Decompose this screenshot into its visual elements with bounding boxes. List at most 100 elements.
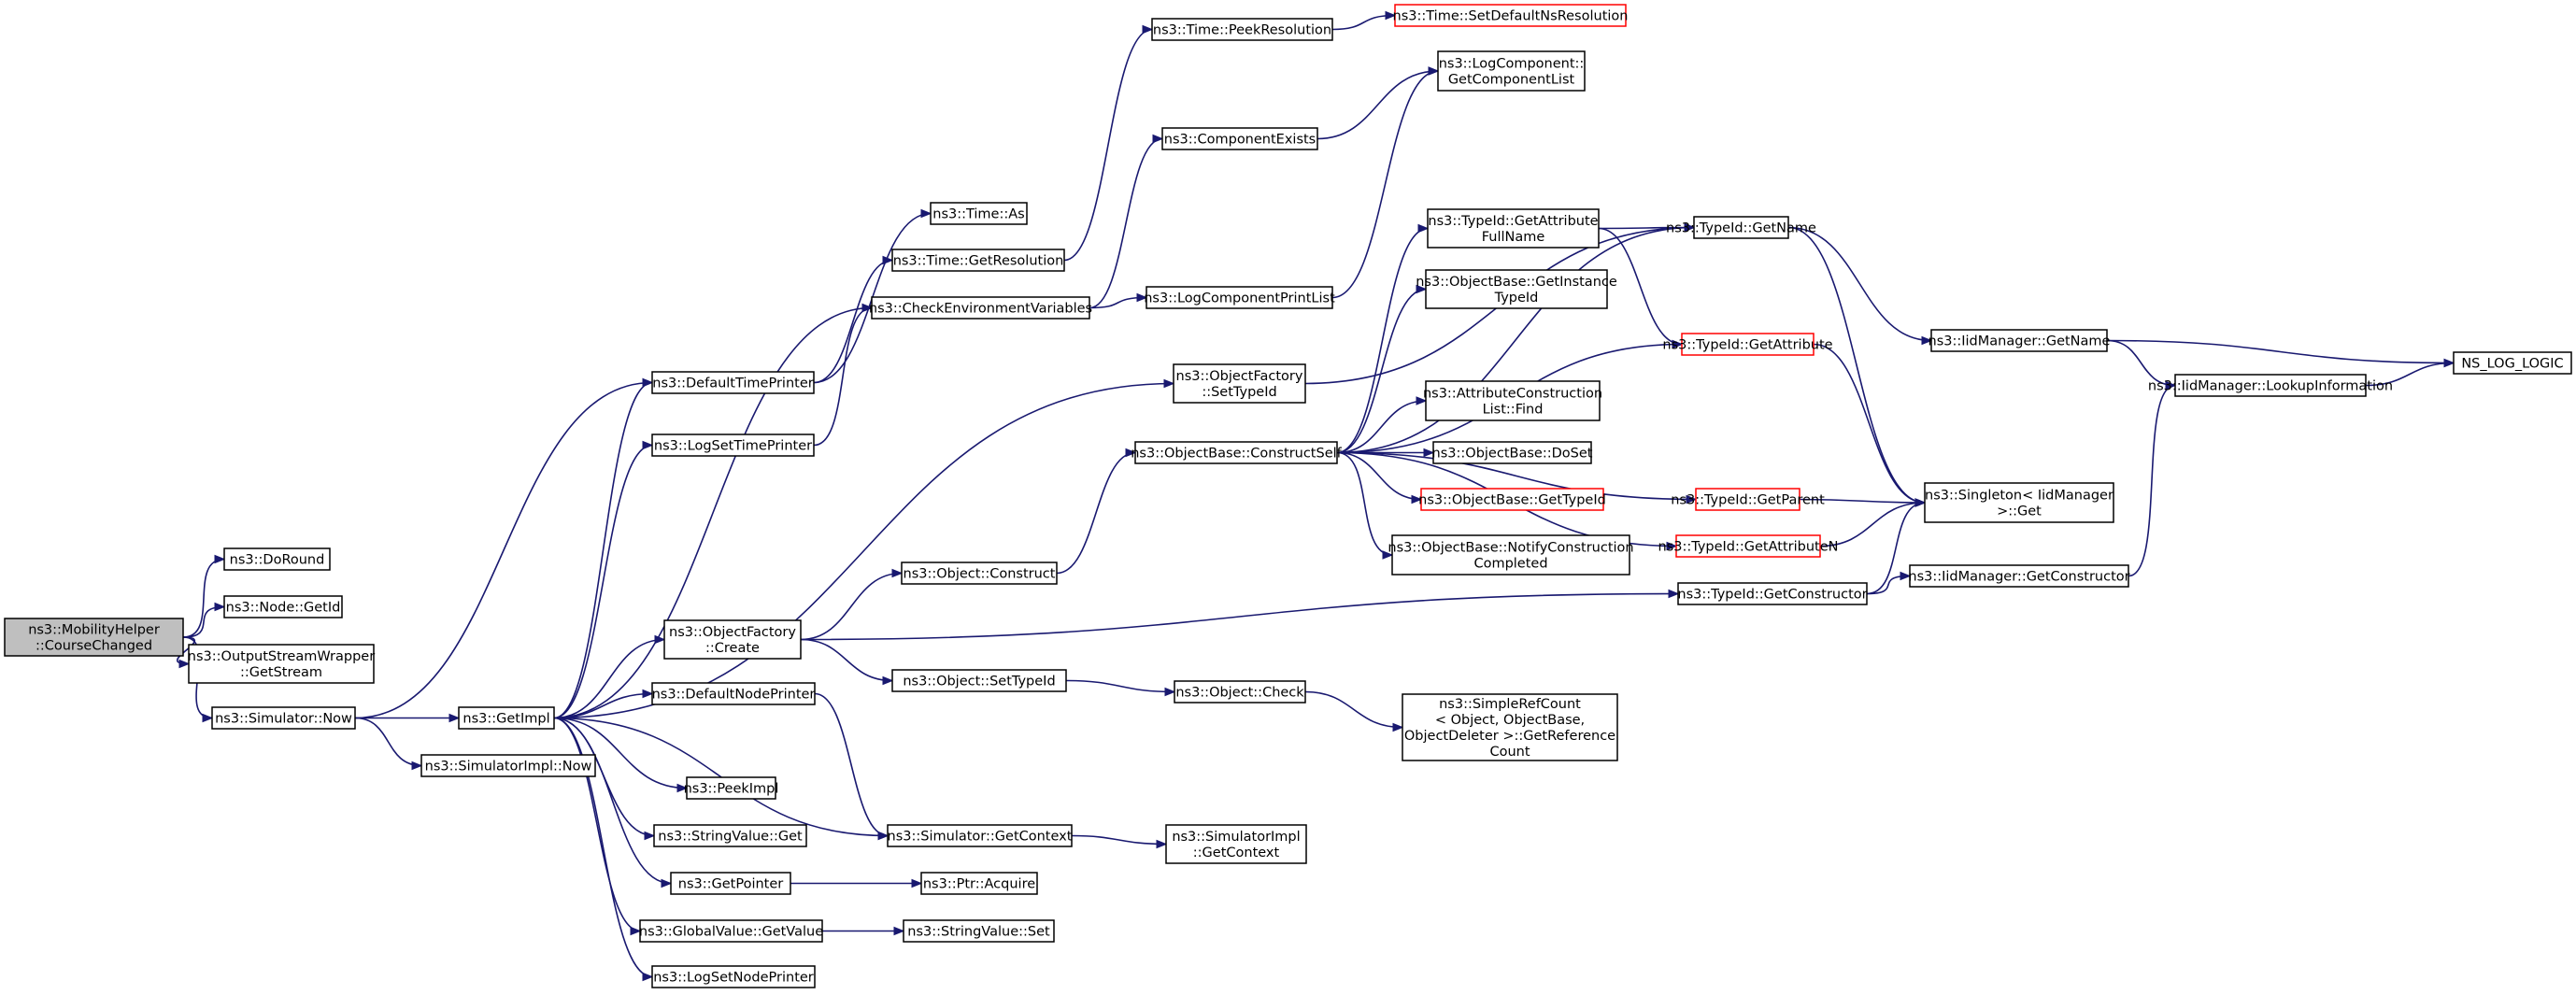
node-ns3-defaultnodeprinter[interactable]: ns3::DefaultNodePrinter [651,682,816,705]
node-label: ns3::IidManager::GetName [1928,334,2111,348]
node-label: ns3::ObjectFactory [669,625,796,640]
edge-n10-n23 [553,440,654,719]
node-ns3-simulator-getcontext[interactable]: ns3::Simulator::GetContext [887,824,1073,847]
edge-n24-n41 [800,638,894,686]
node-ns3-getpointer[interactable]: ns3::GetPointer [670,872,791,895]
node-ns3-iidmanager-lookupinformation[interactable]: ns3::IidManager::LookupInformation [2148,374,2393,397]
edge-n26-n34 [1336,223,1430,454]
edge-n25-n26 [1056,448,1137,575]
node-ns3-typeid-getattribute[interactable]: ns3::TypeId::GetAttribute [1662,333,1833,356]
node-label: ns3::PeekImpl [684,781,779,796]
edge-n10-n46 [553,717,689,793]
node-ns3-getimpl[interactable]: ns3::GetImpl [458,706,555,730]
edge-n8-n9 [1331,10,1397,31]
edge-n11-n12 [1089,134,1164,309]
node-label: ns3::GlobalValue::GetValue [639,924,823,939]
node-ns3-outputstreamwrapper-getstream[interactable]: ns3::OutputStreamWrapper::GetStream [188,644,375,684]
node-ns3-object-check[interactable]: ns3::Object::Check [1174,680,1306,704]
node-ns3-objectbase-constructself[interactable]: ns3::ObjectBase::ConstructSelf [1131,441,1343,464]
node-ns3-time-getresolution[interactable]: ns3::Time::GetResolution [891,249,1065,272]
node-ns3-time-setdefaultnsresolution[interactable]: ns3::Time::SetDefaultNsResolution [1393,4,1629,27]
node-ns3-logsetnodeprinter[interactable]: ns3::LogSetNodePrinter [651,965,816,988]
node-ns3-objectbase-doset[interactable]: ns3::ObjectBase::DoSet [1432,441,1593,464]
edge-n23-n11 [813,303,874,447]
node-ns3-typeid-getparent[interactable]: ns3::TypeId::GetParent [1671,488,1825,511]
node-label: Completed [1473,556,1547,571]
edge-n10-n47 [553,717,656,841]
node-ns3-singleton-iidmanager-get[interactable]: ns3::Singleton< IidManager >::Get [1924,482,2114,523]
node-label: ns3::IidManager::GetConstructor [1908,569,2129,584]
edge-n4-n49 [354,717,423,771]
node-ns3-time-as[interactable]: ns3::Time::As [930,202,1028,225]
node-ns3-stringvalue-set[interactable]: ns3::StringValue::Set [903,919,1055,943]
node-ns3-mobilityhelper-coursechanged[interactable]: ns3::MobilityHelper::CourseChanged [4,618,184,657]
node-label: ObjectDeleter >::GetReference [1404,729,1615,744]
edge-n5-n6 [813,208,932,384]
node-ns3-simulatorimpl-getcontext[interactable]: ns3::SimulatorImpl::GetContext [1165,824,1307,864]
edge-n10-n18 [553,717,673,888]
node-ns3-simulatorimpl-now[interactable]: ns3::SimulatorImpl::Now [420,754,596,777]
edge-n35-n33 [1787,226,1927,507]
node-label: GetComponentList [1448,72,1575,87]
node-label: ns3::TypeId::GetAttribute [1662,337,1832,352]
node-ns3-globalvalue-getvalue[interactable]: ns3::GlobalValue::GetValue [639,919,823,943]
edge-n4-n5 [354,377,654,719]
node-label: >::Get [1997,504,2042,519]
edge-n32-n33 [1813,343,1927,507]
node-ns3-node-getid[interactable]: ns3::Node::GetId [223,595,343,618]
node-ns3-checkenvironmentvariables[interactable]: ns3::CheckEnvironmentVariables [869,296,1092,320]
node-ns3-typeid-getname[interactable]: ns3::TypeId::GetName [1666,216,1816,239]
node-label: TypeId [1494,291,1539,306]
node-label: ns3::ObjectBase::GetTypeId [1418,492,1606,507]
node-ns3-peekimpl[interactable]: ns3::PeekImpl [684,776,779,800]
node-label: ns3::MobilityHelper [28,622,160,637]
node-ns3-typeid-getattributen[interactable]: ns3::TypeId::GetAttributeN [1658,534,1839,558]
node-ns3-simplerefcount-object-objectbase-objectdeleter-getreference-count[interactable]: ns3::SimpleRefCount< Object, ObjectBase,… [1402,693,1618,761]
node-ns3-objectbase-gettypeid[interactable]: ns3::ObjectBase::GetTypeId [1418,488,1606,511]
node-label: ns3::Time::SetDefaultNsResolution [1393,8,1629,23]
edge-n26-n29 [1336,284,1428,454]
edge-n0-n2 [182,602,226,638]
node-ns3-defaulttimeprinter[interactable]: ns3::DefaultTimePrinter [651,371,815,394]
node-ns-log-logic[interactable]: NS_LOG_LOGIC [2453,351,2572,375]
node-ns3-iidmanager-getname[interactable]: ns3::IidManager::GetName [1928,329,2111,352]
edge-n10-n24 [553,634,666,719]
node-ns3-componentexists[interactable]: ns3::ComponentExists [1161,127,1318,150]
node-label: ns3::LogSetTimePrinter [654,438,812,453]
node-label: ::CourseChanged [36,638,152,653]
node-ns3-object-construct[interactable]: ns3::Object::Construct [901,561,1058,585]
edge-n11-n14 [1089,292,1148,309]
edge-n26-n31 [1336,451,1394,560]
node-ns3-ptr-acquire[interactable]: ns3::Ptr::Acquire [920,872,1038,895]
node-label: < Object, ObjectBase, [1435,713,1585,728]
edge-n12-n13 [1316,66,1440,140]
node-label: ns3::Object::Check [1175,685,1304,700]
node-label: ns3::DefaultTimePrinter [652,376,813,391]
edge-n34-n32 [1598,227,1684,349]
node-label: FullName [1482,230,1545,245]
node-ns3-time-peekresolution[interactable]: ns3::Time::PeekResolution [1151,18,1333,41]
node-ns3-objectfactory-settypeid[interactable]: ns3::ObjectFactory::SetTypeId [1173,363,1306,404]
node-ns3-stringvalue-get[interactable]: ns3::StringValue::Get [653,824,807,847]
node-ns3-object-settypeid[interactable]: ns3::Object::SetTypeId [891,669,1067,692]
edge-n0-n1 [182,554,226,638]
edge-n10-n22 [553,717,654,982]
node-label: ns3::AttributeConstruction [1423,386,1602,401]
node-ns3-logcomponent-getcomponentlist[interactable]: ns3::LogComponent::GetComponentList [1437,50,1586,92]
node-ns3-objectfactory-create[interactable]: ns3::ObjectFactory::Create [663,619,802,660]
node-ns3-iidmanager-getconstructor[interactable]: ns3::IidManager::GetConstructor [1908,564,2130,588]
node-label: ns3::ComponentExists [1164,132,1316,147]
node-ns3-simulator-now[interactable]: ns3::Simulator::Now [211,706,356,730]
edge-n0-n3 [176,636,196,669]
node-label: ns3::Time::GetResolution [893,253,1064,268]
node-label: ns3::Simulator::GetContext [888,829,1073,844]
node-ns3-logcomponentprintlist[interactable]: ns3::LogComponentPrintList [1144,286,1335,309]
node-ns3-logsettimeprinter[interactable]: ns3::LogSetTimePrinter [651,434,815,457]
node-ns3-objectbase-notifyconstruction-completed[interactable]: ns3::ObjectBase::NotifyConstructionCompl… [1388,534,1634,576]
node-ns3-doround[interactable]: ns3::DoRound [223,547,331,571]
edge-n20-n21 [822,926,905,936]
node-ns3-typeid-getconstructor[interactable]: ns3::TypeId::GetConstructor [1677,582,1868,605]
